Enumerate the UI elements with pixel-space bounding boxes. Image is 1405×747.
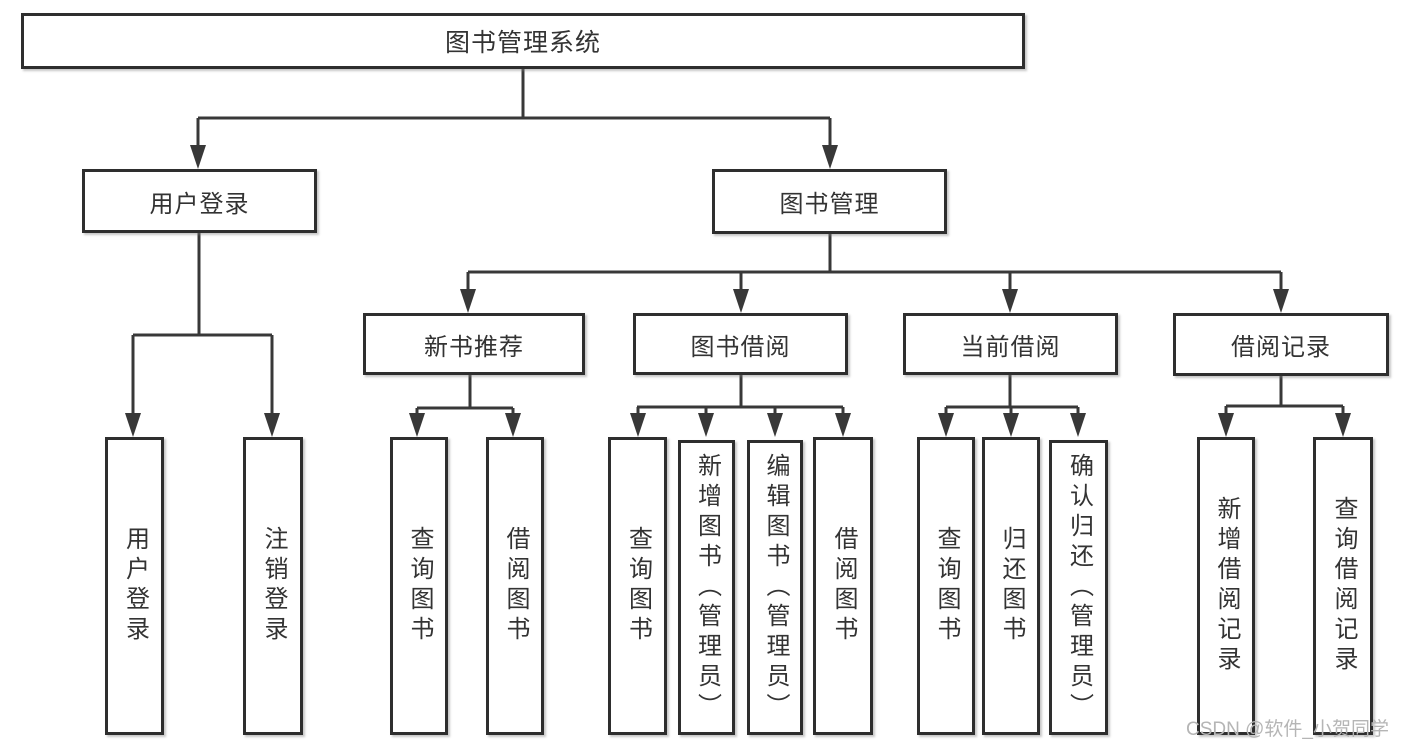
leaf-add-book-admin: 新增图书（管理员） — [678, 440, 735, 735]
node-label: 确认归还（管理员） — [1065, 452, 1093, 723]
node-label: 图书管理 — [779, 191, 880, 218]
leaf-user-login: 用户登录 — [105, 437, 164, 735]
node-label: 当前借阅 — [960, 333, 1061, 361]
leaf-query-borrow-record: 查询借阅记录 — [1313, 437, 1373, 735]
node-current-borrow: 当前借阅 — [903, 313, 1118, 375]
leaf-query-book-2: 查询图书 — [608, 437, 667, 735]
node-label: 借阅图书 — [830, 526, 857, 646]
leaf-query-book-1: 查询图书 — [390, 437, 448, 735]
leaf-return-book: 归还图书 — [982, 437, 1040, 735]
leaf-query-book-3: 查询图书 — [917, 437, 975, 735]
node-label: 用户登录 — [149, 190, 250, 218]
leaf-confirm-return-admin: 确认归还（管理员） — [1049, 440, 1108, 735]
node-user-login: 用户登录 — [82, 169, 317, 233]
node-label: 注销登录 — [260, 526, 287, 646]
node-label: 借阅图书 — [502, 526, 529, 646]
leaf-add-borrow-record: 新增借阅记录 — [1197, 437, 1255, 735]
node-label: 图书借阅 — [690, 333, 791, 361]
node-book-management: 图书管理 — [712, 169, 947, 234]
node-label: 新增图书（管理员） — [693, 452, 721, 723]
node-label: 借阅记录 — [1231, 334, 1331, 361]
node-label: 图书管理系统 — [444, 29, 601, 57]
csdn-watermark: CSDN @软件_小贺同学 — [1186, 719, 1389, 740]
leaf-borrow-book-1: 借阅图书 — [486, 437, 544, 735]
leaf-logout-login: 注销登录 — [243, 437, 303, 735]
node-label: 查询图书 — [406, 526, 433, 646]
node-label: 新增借阅记录 — [1213, 496, 1240, 676]
node-label: 查询图书 — [933, 526, 960, 646]
node-label: 归还图书 — [998, 526, 1025, 646]
leaf-borrow-book-2: 借阅图书 — [813, 437, 873, 735]
node-label: 新书推荐 — [424, 333, 524, 361]
node-new-book-recommend: 新书推荐 — [363, 313, 585, 375]
node-root: 图书管理系统 — [21, 13, 1025, 69]
node-borrow-record: 借阅记录 — [1173, 313, 1389, 376]
node-label: 查询借阅记录 — [1330, 496, 1357, 676]
leaf-edit-book-admin: 编辑图书（管理员） — [747, 440, 803, 735]
node-label: 编辑图书（管理员） — [762, 452, 789, 723]
node-book-borrow: 图书借阅 — [633, 313, 848, 375]
node-label: 用户登录 — [121, 526, 149, 646]
node-label: 查询图书 — [624, 526, 652, 646]
